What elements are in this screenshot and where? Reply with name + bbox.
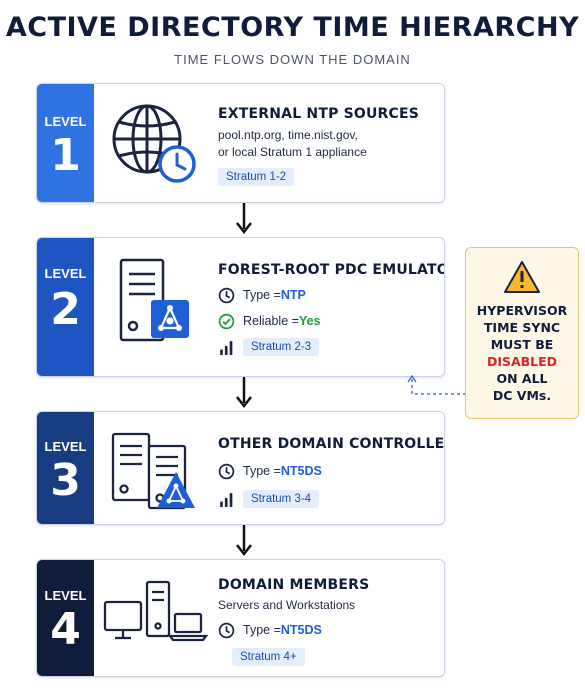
level-number: 2 [50,284,81,335]
page-title: ACTIVE DIRECTORY TIME HIERARCHY [5,12,580,43]
level-number: 3 [50,455,81,506]
level-2-title: FOREST-ROOT PDC EMULATOR [218,262,445,278]
type-prefix: Type = [243,288,281,302]
type-value: NT5DS [280,464,322,478]
warning-line: DC VMs. [492,388,552,403]
level-number: 4 [50,604,81,655]
level-3-title: OTHER DOMAIN CONTROLLERS [218,436,445,452]
type-value: NTP [280,288,306,302]
clock-icon [218,622,235,638]
servers-ad-icon [103,412,213,524]
level-4-title: DOMAIN MEMBERS [218,577,370,593]
level-3-card: LEVEL 3 OTHER D [36,411,445,525]
warning-line: TIME SYNC [483,320,561,335]
signal-bars-icon [220,492,233,507]
level-1-badge: LEVEL 1 [37,84,94,202]
type-prefix: Type = [243,464,281,478]
level-1-title: EXTERNAL NTP SOURCES [218,106,420,122]
check-circle-icon [218,313,235,329]
stratum-badge: Stratum 1-2 [218,168,295,186]
level-4-card: LEVEL 4 DOMAIN MEMBERS Servers and Works… [36,559,445,677]
level-number: 1 [50,130,81,181]
warning-triangle-icon [504,261,540,293]
reliable-prefix: Reliable = [243,314,299,328]
warning-line: MUST BE [490,337,554,352]
globe-clock-icon [103,84,213,202]
flow-arrow-icon [236,377,252,409]
reliable-value: Yes [298,314,321,328]
clock-icon [218,287,235,303]
level-label: LEVEL [44,114,87,129]
level-1-card: LEVEL 1 EXTERNAL NTP SOURCES pool.ntp.or… [36,83,445,203]
type-prefix: Type = [243,623,281,637]
stratum-badge: Stratum 4+ [232,648,305,666]
warning-connector [407,374,466,395]
stratum-badge: Stratum 2-3 [243,338,320,356]
server-ad-icon [103,238,213,376]
flow-arrow-icon [236,203,252,235]
hypervisor-warning-box: HYPERVISOR TIME SYNC MUST BE DISABLED ON… [465,247,579,419]
level-1-desc-line2: or local Stratum 1 appliance [218,145,367,159]
page-subtitle: TIME FLOWS DOWN THE DOMAIN [174,52,411,67]
devices-icon [103,560,213,676]
signal-bars-icon [220,340,233,355]
level-4-badge: LEVEL 4 [37,560,94,676]
level-2-badge: LEVEL 2 [37,238,94,376]
warning-disabled-text: DISABLED [486,354,558,369]
clock-icon [218,463,235,479]
stratum-badge: Stratum 3-4 [243,490,320,508]
warning-line: HYPERVISOR [476,303,568,318]
level-4-desc-line1: Servers and Workstations [218,598,356,612]
level-2-card: LEVEL 2 FOREST-ROOT PDC EMULATOR [36,237,445,377]
type-value: NT5DS [280,623,322,637]
level-label: LEVEL [44,439,87,454]
warning-line: ON ALL [496,371,548,386]
level-3-badge: LEVEL 3 [37,412,94,524]
flow-arrow-icon [236,525,252,557]
level-1-desc-line1: pool.ntp.org, time.nist.gov, [218,128,358,142]
level-label: LEVEL [44,588,87,603]
level-label: LEVEL [44,266,87,281]
